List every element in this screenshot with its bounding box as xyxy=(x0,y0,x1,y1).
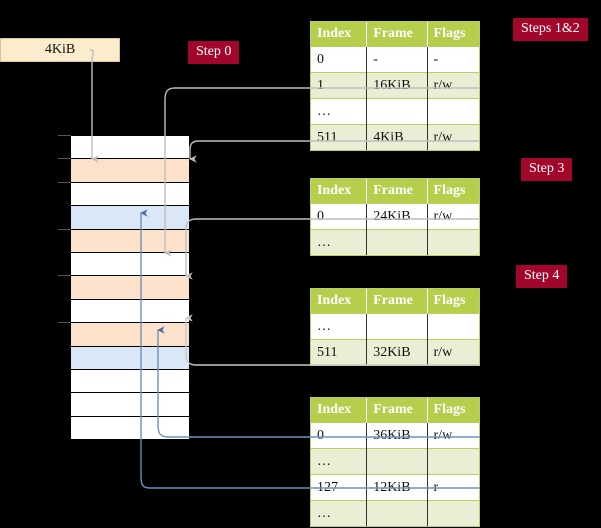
column-header-frame: Frame xyxy=(366,22,428,47)
column-header-frame: Frame xyxy=(366,398,428,423)
table-cell xyxy=(366,500,428,526)
table-cell xyxy=(427,313,479,340)
table-cell: 1 xyxy=(311,72,368,99)
badge-step-3: Step 3 xyxy=(521,158,573,181)
table-cell xyxy=(366,313,428,340)
table-cell: 0 xyxy=(311,46,368,73)
memory-frame-row xyxy=(71,206,189,230)
table-cell: 127 xyxy=(311,474,368,501)
memory-tick xyxy=(58,275,71,277)
memory-frame-row xyxy=(71,346,189,370)
badge-steps-1-2: Steps 1&2 xyxy=(513,18,588,41)
table-cell: 32KiB xyxy=(366,339,428,365)
memory-frame-row xyxy=(71,276,189,300)
table-row: … xyxy=(311,448,479,475)
table-cell: r/w xyxy=(427,124,479,150)
memory-frame-row xyxy=(71,159,189,183)
table-cell: 16KiB xyxy=(366,72,428,99)
table-cell: … xyxy=(311,448,368,475)
memory-frame-row xyxy=(71,136,189,160)
table-row: … xyxy=(311,313,479,340)
table-cell xyxy=(366,229,428,255)
table-cell: r/w xyxy=(427,203,479,230)
table-cell: 24KiB xyxy=(366,203,428,230)
memory-frame-row xyxy=(71,323,189,347)
physical-memory-column xyxy=(70,135,190,441)
memory-frame-row xyxy=(71,229,189,253)
memory-tick xyxy=(58,228,71,230)
table-cell: 12KiB xyxy=(366,474,428,501)
table-row: … xyxy=(311,500,479,526)
column-header-frame: Frame xyxy=(366,289,428,314)
table-cell xyxy=(427,448,479,475)
frame-size-label: 4KiB xyxy=(44,42,76,57)
column-header-flags: Flags xyxy=(427,179,479,204)
memory-tick xyxy=(58,135,71,136)
column-header-index: Index xyxy=(311,398,368,423)
table-cell: … xyxy=(311,313,368,340)
table-cell xyxy=(427,229,479,255)
column-header-index: Index xyxy=(311,22,368,47)
table-cell xyxy=(427,98,479,125)
column-header-frame: Frame xyxy=(366,179,428,204)
table-cell xyxy=(427,500,479,526)
memory-frame-row xyxy=(71,370,189,394)
table-row: … xyxy=(311,98,479,125)
table-cell: r/w xyxy=(427,72,479,99)
badge-step-0: Step 0 xyxy=(188,41,240,64)
table-cell: 511 xyxy=(311,339,368,365)
table-cell: r xyxy=(427,474,479,501)
table-cell: 511 xyxy=(311,124,368,150)
frame-size-box: 4KiB xyxy=(0,38,120,62)
badge-step-4: Step 4 xyxy=(516,265,568,288)
table-cell: - xyxy=(366,46,428,73)
table-cell: … xyxy=(311,98,368,125)
column-header-flags: Flags xyxy=(427,22,479,47)
column-header-index: Index xyxy=(311,179,368,204)
memory-tick xyxy=(58,181,71,183)
table-cell: … xyxy=(311,229,368,255)
memory-frame-row xyxy=(71,182,189,207)
table-cell: - xyxy=(427,46,479,73)
table-cell: r/w xyxy=(427,339,479,365)
table-cell: 0 xyxy=(311,422,368,449)
column-header-flags: Flags xyxy=(427,398,479,423)
table-cell: … xyxy=(311,500,368,526)
memory-tick xyxy=(58,158,71,160)
memory-frame-row xyxy=(71,416,189,441)
memory-frame-row xyxy=(71,299,189,324)
table-cell xyxy=(366,98,428,125)
table-cell: 0 xyxy=(311,203,368,230)
memory-tick xyxy=(58,322,71,324)
table-row: 0-- xyxy=(311,46,479,73)
memory-frame-row xyxy=(71,253,189,277)
column-header-index: Index xyxy=(311,289,368,314)
table-cell: 36KiB xyxy=(366,422,428,449)
table-cell: 4KiB xyxy=(366,124,428,150)
table-cell: r/w xyxy=(427,422,479,449)
table-cell xyxy=(366,448,428,475)
table-row: … xyxy=(311,229,479,255)
column-header-flags: Flags xyxy=(427,289,479,314)
memory-frame-row xyxy=(71,393,189,417)
